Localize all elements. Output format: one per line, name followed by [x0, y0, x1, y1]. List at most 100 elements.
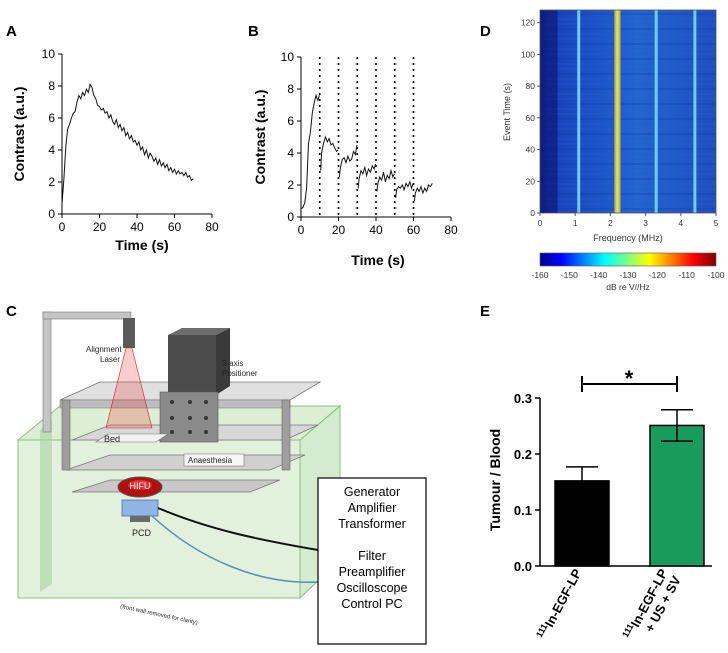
chart-b-ytick-label: 6: [287, 114, 294, 128]
chart-d-ylabel: Event Time (s): [502, 83, 512, 141]
box-line-generator: Generator: [344, 485, 400, 499]
chart-a-xtick-label: 20: [93, 220, 107, 234]
chart-d-ytick-label: 120: [521, 18, 535, 28]
bar-1: [554, 480, 610, 567]
chart-e-ytick-label: 0.3: [514, 391, 532, 406]
front-right-post: [281, 399, 291, 471]
chart-d-ytick-label: 40: [526, 145, 536, 155]
laser-gantry-post: [42, 311, 52, 433]
colorbar-tick-label: -110: [678, 270, 695, 280]
laser-gantry-arm: [42, 311, 132, 320]
chart-e-ylabel: Tumour / Blood: [487, 429, 503, 531]
box-line-preamplifier: Preamplifier: [339, 565, 406, 579]
chart-b-series-segment: [395, 180, 414, 198]
svg-text:111In-EGF-LP: 111In-EGF-LP: [534, 566, 585, 642]
category-label-1: 111In-EGF-LP: [534, 566, 585, 642]
chart-a-xtick-label: 0: [59, 220, 66, 234]
positioner-top: [168, 328, 230, 335]
chart-b-series-segment: [338, 144, 358, 178]
anaesthesia-unit: [183, 453, 245, 467]
chart-a-ytick-label: 10: [42, 47, 56, 61]
chart-d-xtick-label: 1: [573, 218, 578, 228]
positioner-label-2: Positioner: [222, 369, 258, 378]
chart-a-ytick-label: 0: [48, 207, 55, 221]
hifu-label: HIFU: [130, 481, 151, 491]
box-line-amplifier: Amplifier: [348, 501, 397, 515]
chart-b-xtick-label: 60: [407, 223, 421, 237]
anaesthesia-label: Anaesthesia: [188, 456, 233, 465]
bed: [95, 433, 169, 443]
chart-e-ytick-label: 0.2: [514, 447, 532, 462]
category-label-2: 111In-EGF-LP + US + SV: [620, 566, 684, 639]
stage-rail: [71, 479, 281, 493]
chart-b-series-segment: [376, 168, 395, 192]
pcd-sensor: [121, 499, 159, 517]
chart-d-ytick-label: 0: [530, 208, 535, 218]
chart-d-ytick-label: 100: [521, 49, 535, 59]
alignment-laser-body: [123, 318, 135, 348]
tank-left-wall: [40, 420, 52, 592]
bar-2: [649, 424, 705, 567]
chart-b-series-segment: [413, 183, 433, 202]
pcd-mount: [130, 516, 150, 522]
chart-d-xlabel: Frequency (MHz): [593, 233, 663, 243]
chart-b-xtick-label: 40: [369, 223, 383, 237]
category-1-main: In-EGF-LP: [542, 566, 585, 629]
colorbar-tick-label: -150: [561, 270, 578, 280]
chart-b-ytick-label: 0: [287, 210, 294, 224]
chart-d-ytick-label: 60: [526, 113, 536, 123]
chart-d-xtick-label: 5: [714, 218, 719, 228]
chart-a-xtick-label: 60: [168, 220, 182, 234]
chart-b-xtick-label: 80: [444, 223, 458, 237]
spectrogram-background: [540, 10, 716, 213]
chart-d: 0 1 2 3 4 5 0 20 40 60 80 100 120 Frequency (MHz) Ev…: [502, 9, 725, 292]
chart-b-ylabel: Contrast (a.u.): [252, 90, 268, 185]
chart-a-ylabel: Contrast (a.u.): [11, 87, 27, 182]
colorbar-tick-label: -130: [619, 270, 636, 280]
chart-d-ytick-label: 20: [526, 176, 536, 186]
chart-d-ytick-label: 80: [526, 81, 536, 91]
chart-b-ytick-label: 8: [287, 82, 294, 96]
panel-label-d: D: [480, 23, 491, 40]
chart-d-xtick-label: 2: [608, 218, 613, 228]
panel-label-b: B: [248, 23, 259, 40]
panel-label-c: C: [6, 303, 17, 320]
chart-e: 0.00.10.20.3 * Tumour / Blood 111In-EGF-…: [487, 366, 712, 642]
chart-e-ytick-label: 0.0: [514, 559, 532, 574]
chart-a-ytick-label: 6: [48, 111, 55, 125]
chart-a-ytick-label: 8: [48, 79, 55, 93]
chart-d-xtick-label: 3: [643, 218, 648, 228]
box-line-filter: Filter: [358, 549, 386, 563]
significance-star: *: [625, 366, 634, 391]
chart-a-ytick-label: 2: [48, 175, 55, 189]
chart-d-xtick-label: 4: [678, 218, 683, 228]
chart-b-ytick-label: 2: [287, 178, 294, 192]
colorbar: [539, 252, 717, 267]
cable-generator: [157, 507, 319, 551]
chart-a-series-line: [61, 83, 194, 205]
front-wall-note: (front wall removed for clarity): [120, 604, 199, 626]
chart-b-ytick-label: 10: [281, 50, 295, 64]
alignment-laser-label-1: Alignment: [86, 345, 122, 354]
positioner-side: [216, 328, 230, 395]
chart-d-xtick-label: 0: [538, 218, 543, 228]
box-line-transformer: Transformer: [338, 517, 406, 531]
chart-b-series-segment: [357, 164, 377, 189]
chart-b-xlabel: Time (s): [351, 252, 404, 268]
chart-b-xtick-label: 20: [332, 223, 346, 237]
chart-b-series-segment: [300, 93, 320, 210]
panel-label-e: E: [480, 303, 490, 320]
equipment-box: [317, 477, 427, 645]
colorbar-tick-label: -140: [590, 270, 607, 280]
colorbar-tick-label: -160: [531, 270, 548, 280]
chart-a-ytick-label: 4: [48, 143, 55, 157]
harmonic-line: [693, 10, 697, 213]
apparatus-diagram: Alignment Laser 3-axis Positioner Bed An…: [16, 311, 427, 645]
chart-b-xtick-label: 0: [298, 223, 305, 237]
box-line-control-pc: Control PC: [341, 597, 402, 611]
pcd-label: PCD: [132, 528, 152, 538]
chart-a-xlabel: Time (s): [115, 237, 168, 253]
